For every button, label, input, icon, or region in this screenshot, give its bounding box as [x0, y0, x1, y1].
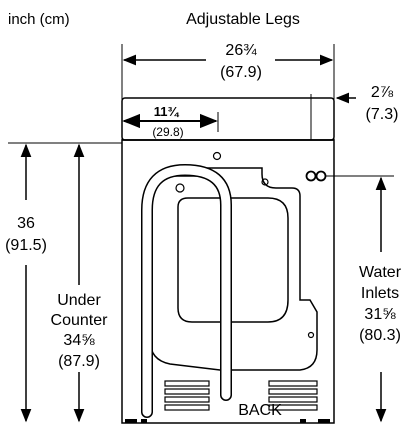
- vent-grille-left: [164, 380, 210, 411]
- fitting-hole-lower: [307, 331, 315, 339]
- tub-inner-panel: [177, 197, 289, 323]
- appliance-back-view: BACK: [121, 139, 335, 424]
- under-counter-label-line2: Counter: [51, 312, 109, 329]
- leveling-feet: [125, 419, 330, 423]
- fitting-hole-left: [175, 183, 185, 193]
- offset-inches: 2⅞: [371, 84, 394, 101]
- inner-width-inches: 11¾: [154, 104, 180, 119]
- units-label: inch (cm): [8, 11, 70, 28]
- mounting-hole-top: [212, 151, 222, 161]
- total-width-cm: (67.9): [220, 64, 262, 81]
- offset-cm: (7.3): [366, 106, 399, 123]
- drain-hose: [141, 163, 232, 418]
- water-inlet-hot: [305, 170, 317, 182]
- cabinet-outline: [121, 139, 335, 424]
- water-inlets-cm: (80.3): [359, 327, 401, 344]
- total-width-inches: 26¾: [225, 42, 257, 59]
- diagram-title: Adjustable Legs: [186, 11, 300, 28]
- drain-hose-inner: [142, 165, 231, 417]
- water-inlet-cold: [315, 170, 327, 182]
- water-inlets-label-line1: Water: [359, 264, 402, 281]
- under-counter-label-line1: Under: [57, 292, 101, 309]
- fitting-hole-right: [261, 178, 269, 186]
- total-height-cm: (91.5): [5, 237, 47, 254]
- water-inlets-inches: 31⅝: [364, 306, 396, 323]
- inner-width-cm: (29.8): [152, 125, 183, 139]
- back-label: BACK: [238, 402, 282, 419]
- under-counter-inches: 34⅝: [63, 332, 95, 349]
- vent-grille-right: [268, 380, 318, 411]
- water-inlets-label-line2: Inlets: [361, 285, 399, 302]
- under-counter-cm: (87.9): [58, 353, 100, 370]
- total-height-inches: 36: [17, 215, 35, 232]
